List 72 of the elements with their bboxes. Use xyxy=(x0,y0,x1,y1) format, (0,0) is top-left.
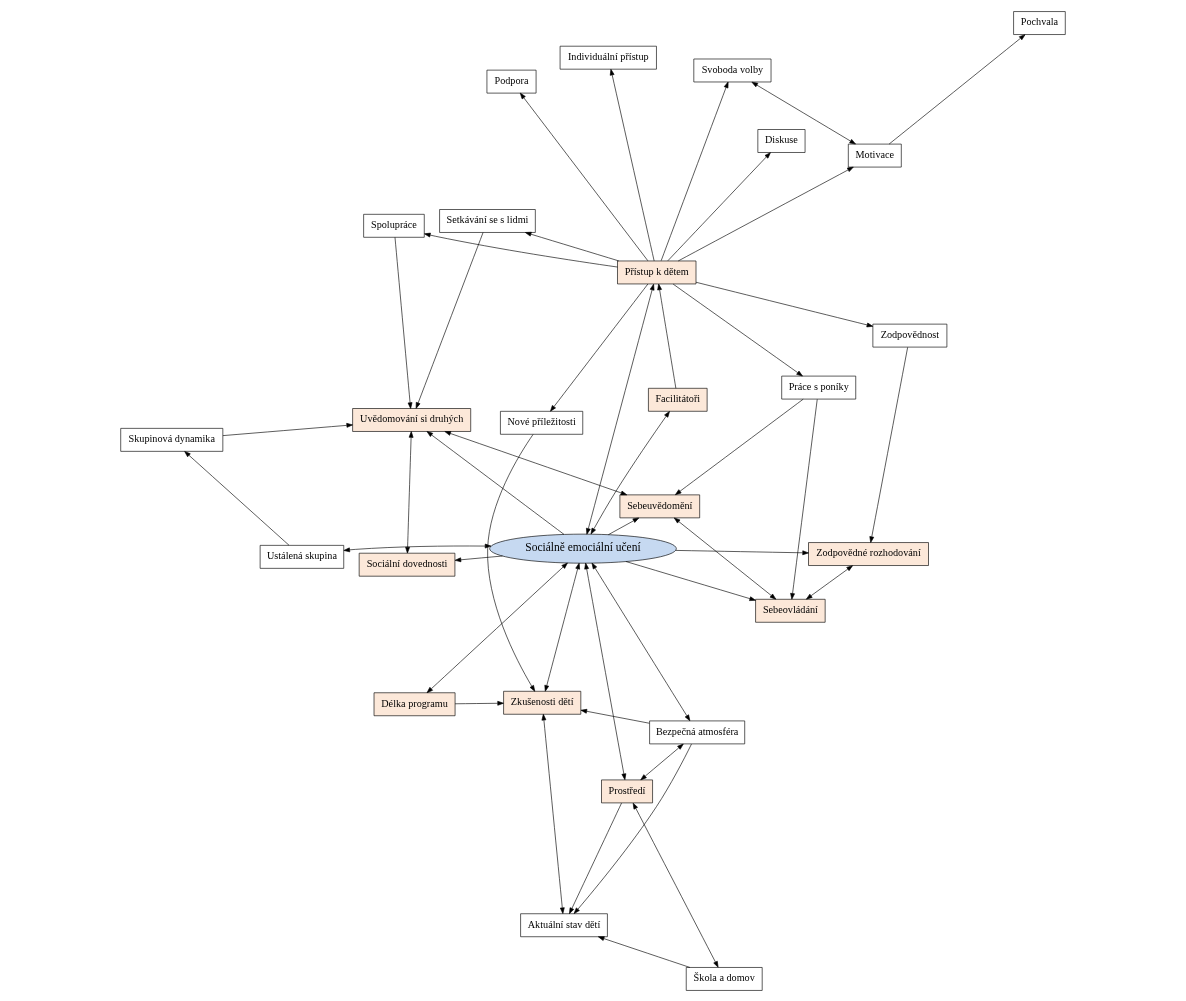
arrow xyxy=(426,562,568,693)
arrow xyxy=(444,430,628,495)
node-box: Pochvala xyxy=(1013,10,1066,35)
arrow xyxy=(806,564,853,599)
arrow xyxy=(222,422,353,436)
node-box: Motivace xyxy=(848,143,902,167)
arrow xyxy=(405,430,414,553)
node-box: Prostředí xyxy=(601,779,653,803)
arrow xyxy=(888,33,1026,144)
node-box: Individuální přístup xyxy=(559,45,657,69)
node-box: Uvědomování si druhých xyxy=(352,407,472,432)
node-box: Skupinová dynamika xyxy=(120,427,224,452)
node-box: Sociální dovednosti xyxy=(358,552,456,576)
node-box: Diskuse xyxy=(757,128,806,153)
arrow xyxy=(519,92,649,261)
arrow xyxy=(550,283,649,412)
arrow xyxy=(675,549,809,555)
arrow xyxy=(525,231,620,261)
arrow xyxy=(569,802,622,914)
arrow xyxy=(640,743,684,780)
arrow xyxy=(625,560,756,601)
node-ellipse: Sociálně emociální učení xyxy=(489,533,677,563)
arrow xyxy=(586,283,655,535)
node-box: Spolupráce xyxy=(363,213,425,238)
node-box: Zodpovědné rozhodování xyxy=(808,541,929,566)
arrow xyxy=(751,81,856,144)
arrow xyxy=(869,346,908,543)
arrow xyxy=(454,555,503,562)
arrow xyxy=(424,232,618,267)
arrow xyxy=(609,68,655,261)
arrow xyxy=(184,450,290,546)
arrow xyxy=(672,283,803,376)
node-box: Škola a domov xyxy=(685,966,763,991)
node-box: Podpora xyxy=(486,69,537,93)
arrow xyxy=(673,517,777,599)
node-box: Ustálená skupina xyxy=(259,544,345,569)
arrow xyxy=(487,433,536,692)
arrow xyxy=(667,151,771,261)
node-box: Sebeuvědomění xyxy=(619,494,700,518)
arrow xyxy=(657,283,677,389)
arrow xyxy=(598,935,691,968)
arrow xyxy=(584,562,627,780)
arrow xyxy=(590,410,670,534)
node-box: Práce s poníky xyxy=(781,375,857,399)
node-box: Zodpovědnost xyxy=(872,323,948,347)
node-box: Svoboda volby xyxy=(693,58,772,82)
arrow xyxy=(632,802,719,968)
arrow xyxy=(675,398,804,495)
arrow xyxy=(541,713,565,914)
arrow xyxy=(454,700,504,706)
arrow xyxy=(544,562,580,692)
arrow xyxy=(790,398,818,600)
arrow xyxy=(415,231,484,409)
node-box: Zkušenosti dětí xyxy=(503,690,582,715)
arrow xyxy=(580,708,650,724)
node-box: Bezpečná atmosféra xyxy=(649,720,746,744)
node-box: Aktuální stav dětí xyxy=(520,912,608,937)
node-box: Přístup k dětem xyxy=(617,260,697,284)
arrow xyxy=(573,743,692,914)
arrow xyxy=(677,166,854,261)
arrow xyxy=(591,562,691,721)
arrow xyxy=(426,430,565,535)
node-box: Facilitátoři xyxy=(648,387,708,412)
node-box: Nové příležitosti xyxy=(500,410,584,435)
arrow xyxy=(660,81,729,261)
arrow xyxy=(695,281,874,327)
arrow xyxy=(608,517,640,535)
node-box: Délka programu xyxy=(373,691,456,716)
node-box: Sebeovládání xyxy=(755,598,826,623)
node-box: Setkávání se s lidmi xyxy=(439,208,536,233)
arrow xyxy=(394,236,413,409)
arrow xyxy=(343,543,492,552)
